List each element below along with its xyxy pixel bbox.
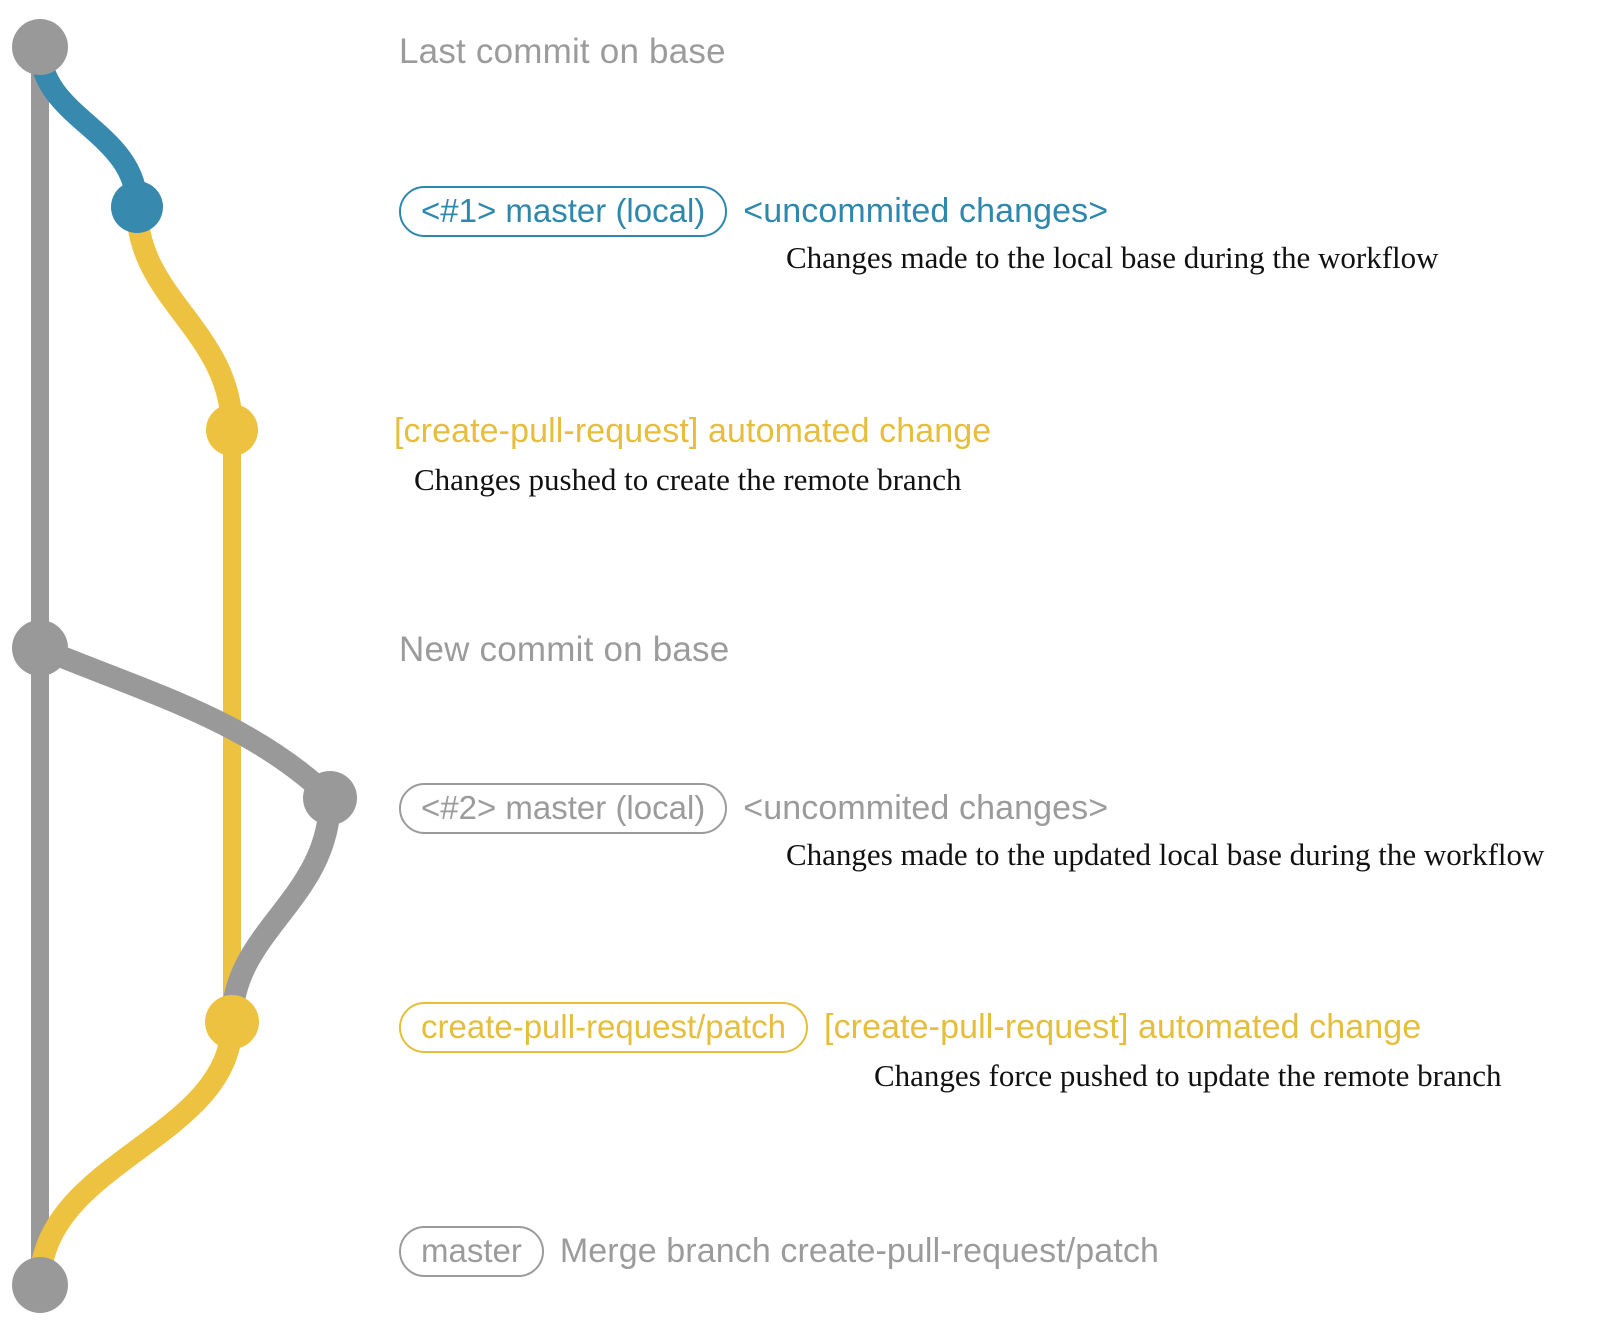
row-local-2: <#2> master (local) <uncommited changes>	[399, 783, 1108, 834]
last-commit-on-base-node[interactable]	[12, 19, 68, 75]
commit-subject-local-2: <uncommited changes>	[743, 789, 1109, 827]
patch-commit-2-node[interactable]	[205, 995, 259, 1049]
row-local-1: <#1> master (local) <uncommited changes>	[399, 186, 1108, 237]
patch-2-badge-wrap: create-pull-request/patch	[399, 1002, 809, 1053]
local-1-badge-wrap: <#1> master (local)	[399, 186, 728, 237]
commit-subject-patch-2: [create-pull-request] automated change	[824, 1008, 1422, 1046]
row-patch-1: [create-pull-request] automated change	[394, 412, 991, 451]
badge-local-master-1[interactable]: <#1> master (local)	[399, 186, 728, 237]
patch2-to-merge-edge	[29, 1011, 243, 1296]
patch-commit-1-node[interactable]	[206, 404, 258, 456]
new-commit-on-base-node[interactable]	[12, 620, 68, 676]
local1-to-patch1-edge	[126, 196, 243, 441]
last-commit-on-base-label: Last commit on base	[399, 32, 726, 71]
row-new-commit-on-base: New commit on base	[399, 630, 729, 670]
merge-commit-node[interactable]	[12, 1257, 68, 1313]
note-local-1: Changes made to the local base during th…	[786, 240, 1439, 275]
commit-subject-patch-1: [create-pull-request] automated change	[394, 412, 992, 450]
row-merge: master Merge branch create-pull-request/…	[399, 1226, 1159, 1277]
new-commit-on-base-label: New commit on base	[399, 630, 730, 669]
note-patch-2: Changes force pushed to update the remot…	[874, 1058, 1502, 1093]
badge-create-pull-request-patch[interactable]: create-pull-request/patch	[399, 1002, 809, 1053]
commit-graph	[12, 19, 357, 1313]
commit-subject-merge: Merge branch create-pull-request/patch	[559, 1232, 1159, 1270]
local-2-badge-wrap: <#2> master (local)	[399, 783, 728, 834]
row-patch-2: create-pull-request/patch [create-pull-r…	[399, 1002, 1421, 1053]
badge-local-master-2[interactable]: <#2> master (local)	[399, 783, 728, 834]
note-patch-1: Changes pushed to create the remote bran…	[414, 462, 962, 497]
badge-master[interactable]: master	[399, 1226, 544, 1277]
local2-to-patch2-edge	[221, 787, 341, 1033]
local-master-2-node[interactable]	[303, 771, 357, 825]
note-local-2: Changes made to the updated local base d…	[786, 837, 1545, 872]
row-last-commit-on-base: Last commit on base	[399, 32, 726, 72]
master-badge-wrap: master	[399, 1226, 544, 1277]
local-master-1-node[interactable]	[111, 181, 163, 233]
newbase-to-local2-edge	[29, 637, 341, 809]
commit-subject-local-1: <uncommited changes>	[743, 192, 1109, 230]
